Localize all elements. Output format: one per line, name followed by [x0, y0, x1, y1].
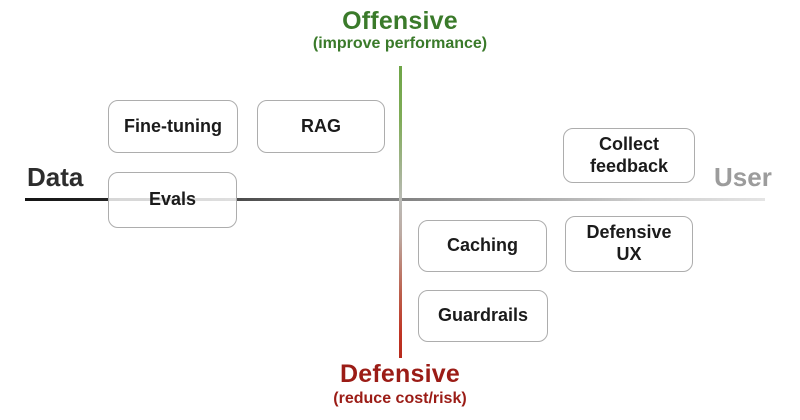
vertical-axis-line: [399, 66, 402, 358]
box-collect-feedback: Collect feedback: [563, 128, 695, 183]
box-rag: RAG: [257, 100, 385, 153]
box-defensive-ux: Defensive UX: [565, 216, 693, 272]
box-evals: Evals: [108, 172, 237, 228]
offensive-axis-title: Offensive: [342, 7, 458, 35]
box-caching: Caching: [418, 220, 547, 272]
box-collect-feedback-label: Collect feedback: [589, 133, 669, 176]
box-caching-label: Caching: [446, 235, 518, 256]
defensive-axis-title: Defensive: [340, 360, 460, 388]
defensive-axis-subtitle: (reduce cost/risk): [333, 390, 467, 407]
box-rag-label: RAG: [301, 115, 341, 136]
box-guardrails: Guardrails: [418, 290, 548, 342]
box-defensive-ux-label: Defensive UX: [586, 222, 672, 264]
data-axis-label: Data: [27, 162, 84, 192]
offensive-axis-subtitle: (improve performance): [312, 35, 488, 52]
user-axis-label: User: [714, 162, 772, 192]
box-guardrails-label: Guardrails: [437, 305, 529, 326]
box-evals-label: Evals: [148, 189, 197, 210]
horizontal-axis-line: [25, 198, 765, 201]
box-fine-tuning: Fine-tuning: [108, 100, 238, 153]
box-fine-tuning-label: Fine-tuning: [124, 115, 222, 136]
